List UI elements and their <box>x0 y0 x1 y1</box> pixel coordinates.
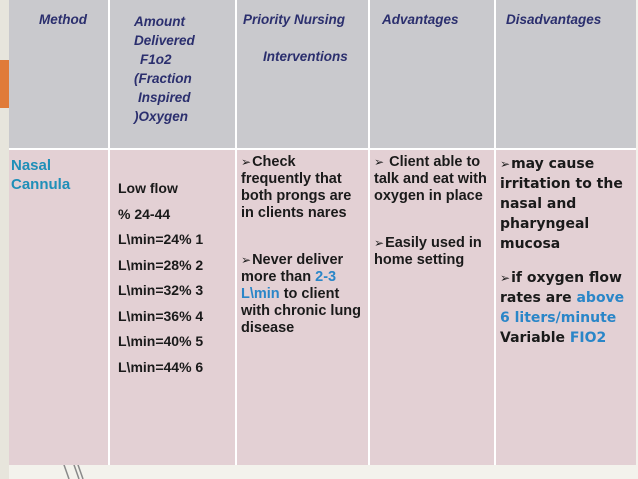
priority-highlight: 2-3 L\min <box>241 269 337 302</box>
priority-cell: ➢Check frequently that both prongs are i… <box>236 149 370 465</box>
amount-line: L\min=40% 5 <box>118 333 204 349</box>
priority-item: ➢Check frequently that both prongs are i… <box>241 154 352 221</box>
method-cell: Nasal Cannula <box>9 149 110 465</box>
advantages-cell: ➢ Client able to talk and eat with oxyge… <box>369 149 496 465</box>
amount-line: L\min=32% 3 <box>118 282 204 298</box>
advantage-item: ➢Easily used in home setting <box>374 235 482 268</box>
disadvantage-item: ➢may cause irritation to the nasal and p… <box>500 156 623 252</box>
header-amount-line: )Oxygen <box>134 109 189 124</box>
header-priority-line1: Priority Nursing <box>243 12 346 27</box>
arrow-bullet-icon: ➢ <box>374 236 385 250</box>
disadvantage-item: Variable FIO2 <box>500 330 607 346</box>
table-header-row: Method Amount Delivered F1o2 (Fraction I… <box>9 0 636 150</box>
disadvantages-cell: ➢may cause irritation to the nasal and p… <box>495 149 636 465</box>
disadvantage-item: ➢if oxygen flow rates are above 6 liters… <box>500 270 625 326</box>
header-amount: Amount Delivered F1o2 (Fraction Inspired… <box>109 0 237 150</box>
arrow-bullet-icon: ➢ <box>241 155 252 169</box>
amount-cell: Low flow % 24-44 L\min=24% 1 L\min=28% 2… <box>109 149 237 465</box>
header-disadvantages-label: Disadvantages <box>506 12 602 27</box>
arrow-bullet-icon: ➢ <box>500 157 511 171</box>
amount-line: % 24-44 <box>118 205 171 222</box>
arrow-bullet-icon: ➢ <box>241 253 252 267</box>
header-amount-line: Amount <box>134 14 185 29</box>
amount-line: Low flow <box>118 180 178 196</box>
header-advantages: Advantages <box>369 0 496 150</box>
disadvantage-highlight: FIO2 <box>569 330 607 346</box>
arrow-bullet-icon: ➢ <box>374 155 385 169</box>
header-priority: Priority Nursing Interventions <box>236 0 370 150</box>
header-priority-line2: Interventions <box>263 49 348 64</box>
oxygen-methods-table: Method Amount Delivered F1o2 (Fraction I… <box>9 0 636 465</box>
disadvantage-highlight: above 6 liters/minute <box>500 290 625 326</box>
header-advantages-label: Advantages <box>382 12 459 27</box>
header-amount-line: (Fraction <box>134 71 192 86</box>
left-accent-bar <box>0 0 9 479</box>
method-line1: Nasal <box>11 157 52 174</box>
header-amount-line: Inspired <box>138 90 191 105</box>
arrow-bullet-icon: ➢ <box>500 271 511 285</box>
amount-line: L\min=44% 6 <box>118 358 204 375</box>
left-accent-orange <box>0 60 9 108</box>
advantage-item: ➢ Client able to talk and eat with oxyge… <box>374 154 487 204</box>
amount-line: L\min=36% 4 <box>118 307 204 324</box>
header-amount-label: Amount Delivered F1o2 (Fraction Inspired… <box>110 0 235 126</box>
header-method-label: Method <box>39 12 87 27</box>
header-amount-line: F1o2 <box>140 52 172 67</box>
amount-line: L\min=28% 2 <box>118 256 204 273</box>
header-method: Method <box>9 0 110 150</box>
header-priority-label: Priority Nursing Interventions <box>237 0 368 64</box>
priority-item: ➢Never deliver more than 2-3 L\min to cl… <box>241 252 362 336</box>
amount-line: L\min=24% 1 <box>118 231 204 247</box>
header-amount-line: Delivered <box>134 33 195 48</box>
method-line2: Cannula <box>11 176 71 193</box>
table-row: Nasal Cannula Low flow % 24-44 L\min=24%… <box>9 149 636 465</box>
header-disadvantages: Disadvantages <box>495 0 636 150</box>
